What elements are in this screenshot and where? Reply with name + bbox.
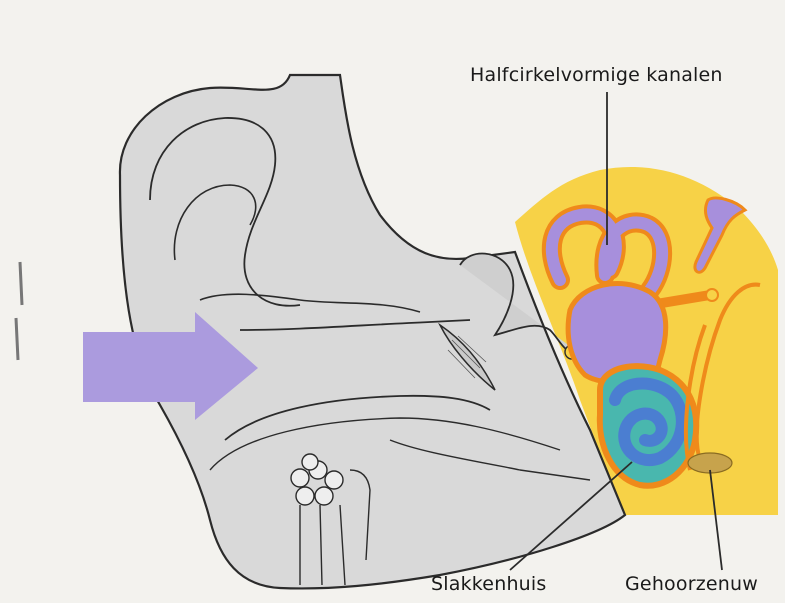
label-auditory-nerve: Gehoorzenuw	[625, 573, 758, 595]
label-semicircular-canals: Halfcirkelvormige kanalen	[470, 64, 723, 86]
label-cochlea: Slakkenhuis	[431, 573, 547, 595]
